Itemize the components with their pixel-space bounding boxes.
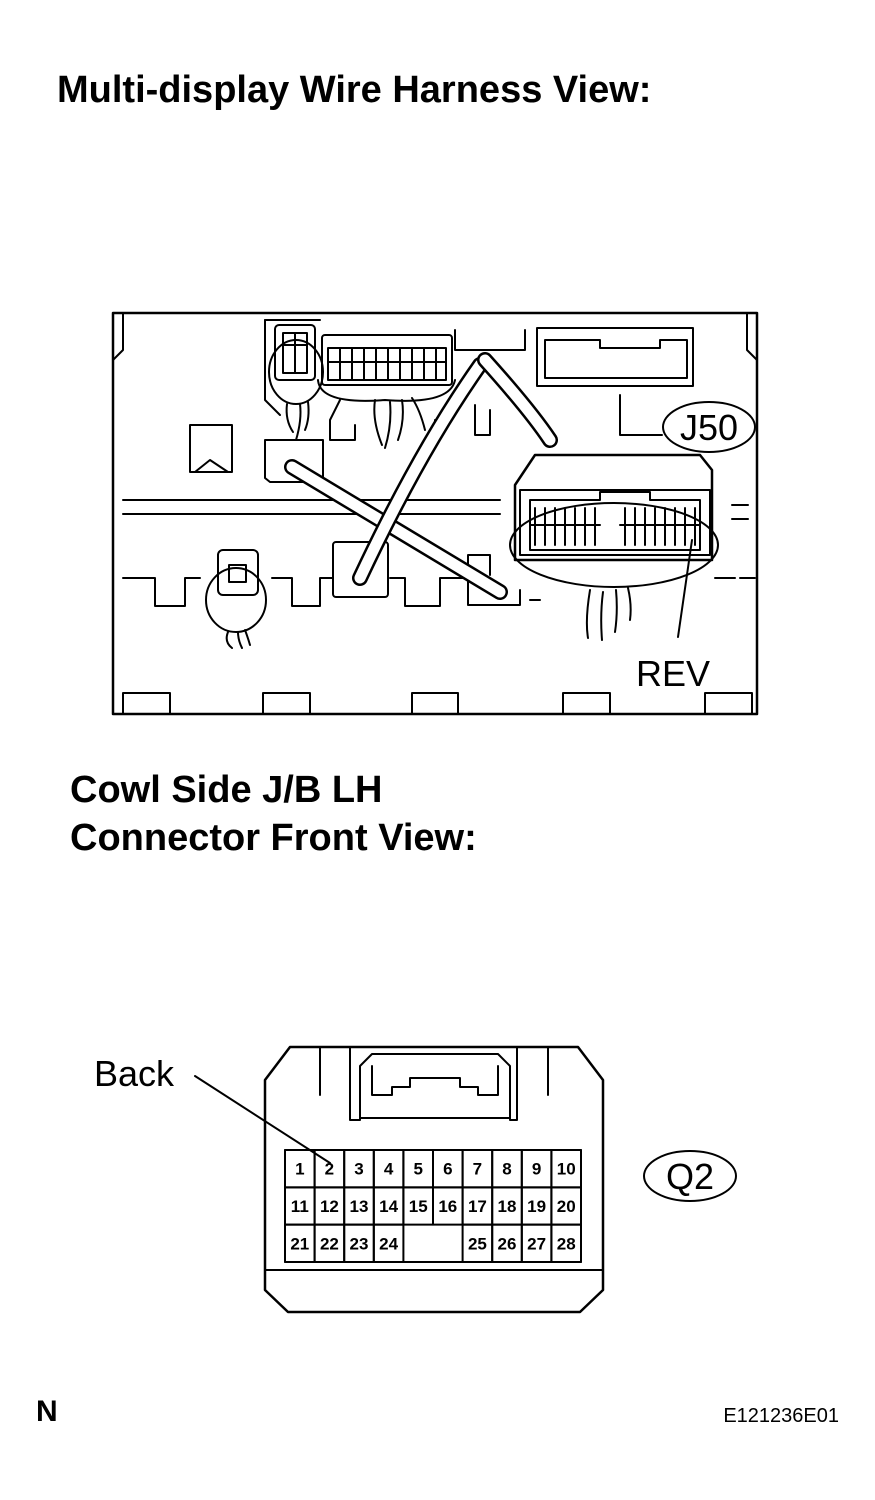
pin-number: 7 xyxy=(473,1160,482,1179)
pin-number: 4 xyxy=(384,1160,394,1179)
back-label: Back xyxy=(94,1053,175,1094)
pin-number: 11 xyxy=(291,1197,309,1216)
pin-number: 1 xyxy=(295,1160,304,1179)
pin-number: 9 xyxy=(532,1160,541,1179)
pin-number: 10 xyxy=(557,1160,576,1179)
pin-number: 17 xyxy=(468,1197,487,1216)
pin-number: 12 xyxy=(320,1197,339,1216)
jb-title-line1: Cowl Side J/B LH xyxy=(70,769,383,811)
pin-number: 18 xyxy=(498,1197,517,1216)
connector-q2-label: Q2 xyxy=(666,1156,714,1197)
multi-display-panel xyxy=(111,311,759,716)
pin-number: 15 xyxy=(409,1197,428,1216)
pin-number: 8 xyxy=(502,1160,511,1179)
pin-number: 19 xyxy=(527,1197,546,1216)
footer-code: E121236E01 xyxy=(723,1405,839,1427)
pin-number: 13 xyxy=(350,1197,369,1216)
pin-number: 21 xyxy=(290,1234,309,1253)
footer-left-mark: N xyxy=(36,1395,58,1428)
pin-number: 20 xyxy=(557,1197,576,1216)
pin-number: 6 xyxy=(443,1160,452,1179)
pin-number: 14 xyxy=(379,1197,398,1216)
connector-q2-bubble xyxy=(643,1150,737,1202)
jb-title-line2: Connector Front View: xyxy=(70,817,477,859)
pin-cell xyxy=(550,1223,583,1263)
pin-number: 26 xyxy=(498,1234,517,1253)
pin-number: 16 xyxy=(438,1197,457,1216)
pin-number: 24 xyxy=(379,1234,398,1253)
harness-view-title: Multi-display Wire Harness View: xyxy=(57,69,652,111)
back-leader-line xyxy=(194,1075,331,1164)
pin-number: 23 xyxy=(350,1234,369,1253)
pin-cell xyxy=(372,1223,405,1263)
pin-number: 2 xyxy=(325,1160,334,1179)
pin-number: 27 xyxy=(527,1234,546,1253)
pin-number: 3 xyxy=(354,1160,363,1179)
pin-number: 22 xyxy=(320,1234,339,1253)
pin-number: 28 xyxy=(557,1234,576,1253)
connector-j50-label: J50 xyxy=(680,407,738,448)
pin-number: 25 xyxy=(468,1234,487,1253)
rev-pin-label: REV xyxy=(636,653,710,694)
pin-number: 5 xyxy=(413,1160,422,1179)
